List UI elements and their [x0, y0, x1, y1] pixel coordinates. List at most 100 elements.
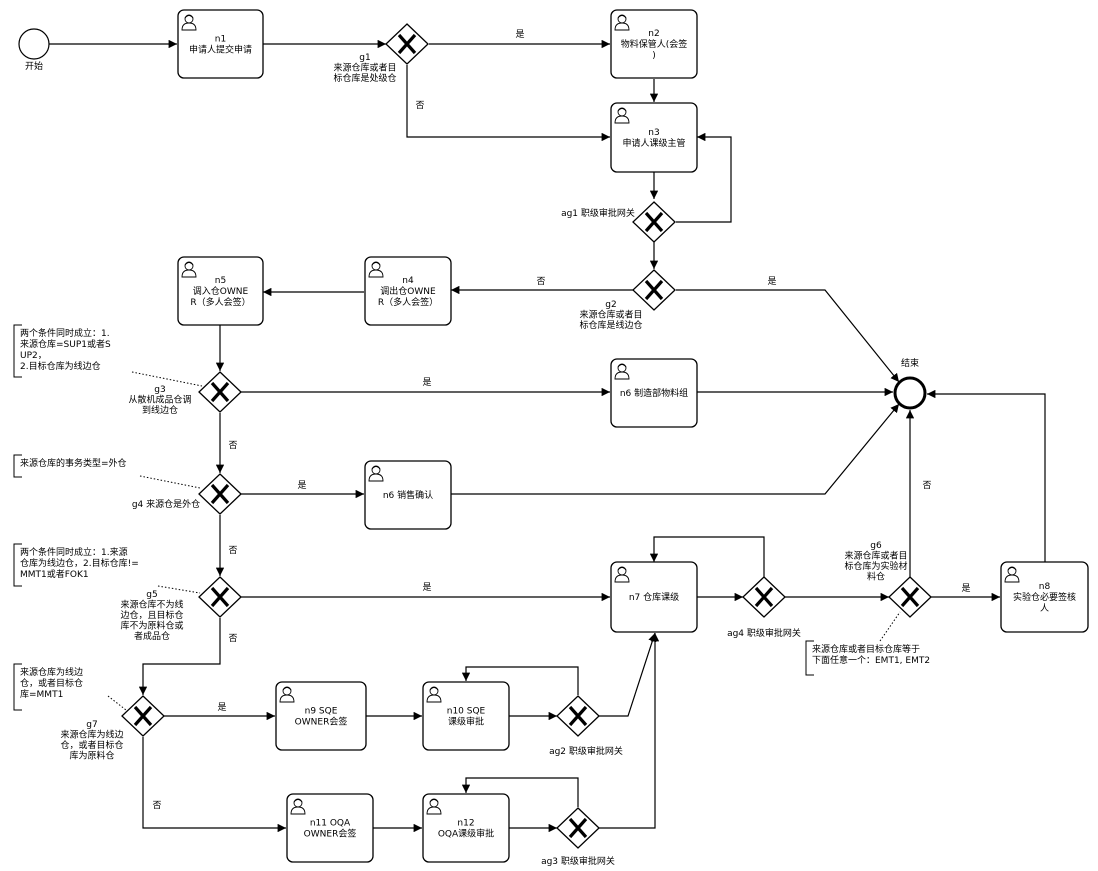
gateway-ag4[interactable] — [742, 576, 786, 618]
start-event[interactable]: 开始 — [18, 28, 50, 72]
flow-g6-n8-label: 是 — [961, 583, 970, 594]
flow-ag2-n7[interactable] — [599, 632, 657, 717]
end-event-label: 结束 — [901, 357, 919, 369]
flow-g2-end[interactable] — [676, 289, 900, 383]
flow-g7-n11-label: 否 — [152, 800, 161, 811]
gateway-g3[interactable] — [198, 371, 242, 413]
user-task-icon — [426, 686, 442, 703]
flow-ag3-n7[interactable] — [599, 633, 660, 829]
gateway-g6-label-line: 标仓库为实验材 — [844, 560, 907, 572]
annotation-a3-text-line: MMT1或者FOK1 — [20, 568, 89, 580]
task-n11-label-line: n11 OQA — [310, 819, 351, 829]
task-n6a[interactable]: n6 制造部物料组 — [610, 358, 698, 428]
gateway-g7-label-line: 来源仓库为线边 — [60, 729, 123, 741]
task-n10-label-line: 课级审批 — [448, 716, 484, 728]
flow-g4-g5-label: 否 — [228, 545, 237, 556]
task-n5-label-line: 调入仓OWNE — [193, 285, 249, 297]
task-n7-label-line: n7 仓库课级 — [629, 591, 679, 603]
gateway-ag2[interactable] — [556, 695, 600, 737]
annotation-a2-text-line: 来源仓库的事务类型=外仓 — [20, 457, 127, 469]
user-task-icon — [614, 566, 630, 583]
task-n6a-label: n6 制造部物料组 — [620, 387, 688, 399]
task-n7-label: n7 仓库课级 — [629, 591, 679, 603]
end-event[interactable]: 结束 — [893, 357, 927, 410]
flow-g7-n11[interactable] — [142, 737, 286, 833]
task-n8-label-line: n8 — [1039, 582, 1051, 592]
gateway-ag3-label: ag3 职级审批网关 — [541, 855, 615, 867]
gateway-g7-label-line: 库为原料仓 — [69, 750, 114, 762]
flow-ag4-n7-loop[interactable] — [649, 536, 765, 577]
flow-ag1-n3-loop[interactable] — [676, 132, 732, 223]
gateway-g5[interactable] — [198, 576, 242, 618]
user-task-icon — [181, 261, 197, 278]
gateway-ag3[interactable] — [556, 807, 600, 849]
task-n5-label-line: R（多人会签） — [190, 296, 250, 308]
flow-n6b-end[interactable] — [451, 403, 900, 495]
task-n6b[interactable]: n6 销售确认 — [364, 460, 452, 530]
task-n8-label-line: 人 — [1040, 603, 1049, 614]
flow-g6-end-label: 否 — [922, 480, 931, 491]
gateway-g2[interactable] — [632, 269, 676, 311]
flow-g1-n3[interactable] — [406, 65, 610, 142]
exclusive-x-icon — [754, 586, 774, 608]
user-task-icon — [426, 798, 442, 815]
gateway-g6-label-line: 来源仓库或者目 — [844, 550, 907, 562]
flow-ag3-n12-loop[interactable] — [461, 777, 579, 807]
task-n11-label-line: OWNER会签 — [304, 828, 357, 840]
task-n6b-label: n6 销售确认 — [383, 489, 433, 501]
gateway-g4[interactable] — [198, 473, 242, 515]
task-n4-label-line: 调出仓OWNE — [380, 285, 436, 297]
exclusive-x-icon — [133, 705, 153, 727]
flow-g5-g7[interactable] — [138, 618, 221, 695]
gateway-g7[interactable] — [121, 695, 165, 737]
gateway-g1[interactable] — [385, 23, 429, 65]
annotation-a3-text-line: 仓库为线边仓，2.目标仓库!= — [20, 557, 139, 569]
task-n12-label-line: n12 — [457, 819, 474, 829]
annotation-a4-text-line: 库=MMT1 — [20, 688, 63, 700]
flow-ag2-n10-loop[interactable] — [461, 666, 579, 695]
gateway-ag2-label-line: ag2 职级审批网关 — [549, 745, 623, 757]
gateway-g5-label-line: 边仓，且目标仓 — [120, 609, 183, 621]
labels-layer: 是否否是是否是否是否是否是否g1来源仓库或者目标仓库是处级仓ag1 职级审批网关… — [13, 29, 971, 867]
flow-g5-g7-label: 否 — [228, 633, 237, 644]
task-n6b-label-line: n6 销售确认 — [383, 489, 433, 501]
gateway-g1-label-line: 标仓库是处级仓 — [333, 72, 396, 84]
task-n7[interactable]: n7 仓库课级 — [610, 561, 698, 633]
gateway-g2-label-line: g2 — [605, 300, 616, 310]
task-n1-label-line: n1 — [215, 35, 226, 45]
gateway-g5-label-line: 库不为原料仓或 — [120, 620, 183, 632]
flow-n8-end[interactable] — [927, 389, 1046, 562]
annotation-a5-text-line: 来源仓库或者目标仓库等于 — [812, 643, 920, 655]
task-n10-label-line: n10 SQE — [447, 707, 486, 717]
gateway-ag1[interactable] — [632, 201, 676, 243]
flow-g1-n2-label: 是 — [515, 29, 524, 40]
gateway-g2-label-line: 来源仓库或者目 — [579, 309, 642, 321]
user-task-icon — [614, 14, 630, 31]
user-task-icon — [279, 686, 295, 703]
gateway-g6[interactable] — [888, 576, 932, 618]
flow-g2-n4-label: 否 — [536, 276, 545, 287]
